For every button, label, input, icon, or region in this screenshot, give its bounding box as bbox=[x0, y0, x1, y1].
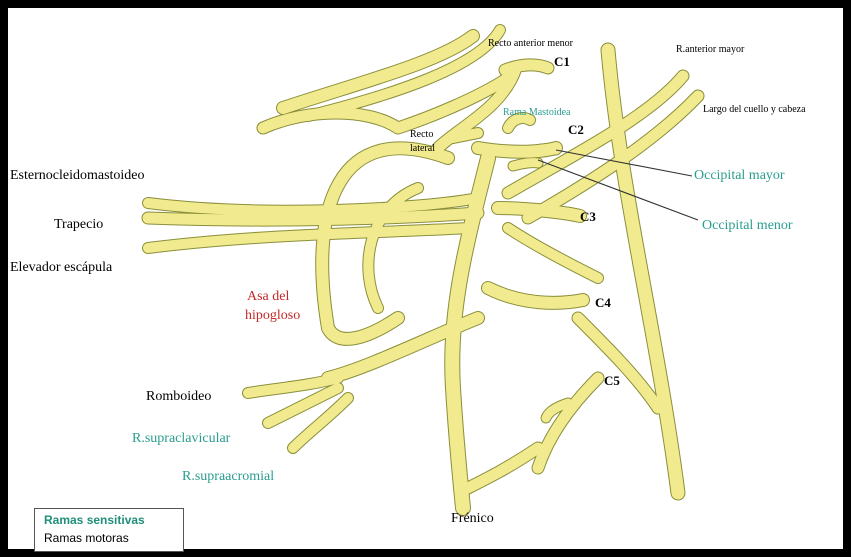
label-largo-cuello: Largo del cuello y cabeza bbox=[703, 104, 806, 115]
nerve-frenico-join bbox=[462, 442, 544, 494]
diagram-panel: Recto anterior menor C1 R.anterior mayor… bbox=[8, 8, 843, 552]
nerve-mastoidea bbox=[503, 113, 535, 133]
nerve-c1 bbox=[499, 59, 554, 76]
label-lateral: lateral bbox=[410, 143, 435, 154]
nerve-elevador bbox=[143, 223, 473, 253]
nerve-supraclavicular bbox=[263, 383, 343, 428]
label-recto: Recto bbox=[410, 129, 433, 140]
label-r-supraclavicular: R.supraclavicular bbox=[132, 431, 231, 446]
label-elevador-escapula: Elevador escápula bbox=[10, 260, 113, 275]
nerve-occipital-mayor bbox=[523, 144, 561, 158]
cervical-plexus-diagram: Recto anterior menor C1 R.anterior mayor… bbox=[10, 24, 806, 526]
label-c3: C3 bbox=[580, 209, 596, 224]
nerve-asa-inner bbox=[363, 183, 423, 313]
label-occipital-menor: Occipital menor bbox=[702, 218, 793, 233]
label-trapecio: Trapecio bbox=[54, 217, 103, 232]
nerve-romboideo bbox=[243, 373, 343, 398]
nerve-esternocleido bbox=[143, 193, 483, 216]
nerve-recto-lateral bbox=[448, 128, 483, 143]
label-hipogloso: hipogloso bbox=[245, 308, 300, 323]
label-rama-mastoidea: Rama Mastoidea bbox=[503, 107, 571, 118]
label-asa-del: Asa del bbox=[247, 289, 289, 304]
nerve-recto-anterior-menor bbox=[277, 30, 479, 114]
nerve-c3 bbox=[492, 202, 586, 222]
nerve-occipital-menor bbox=[508, 158, 543, 171]
legend-ramas-motoras: Ramas motoras bbox=[44, 531, 129, 545]
nerve-c3-down bbox=[503, 223, 603, 283]
label-c1: C1 bbox=[554, 54, 570, 69]
label-romboideo: Romboideo bbox=[146, 389, 211, 404]
label-r-supraacromial: R.supraacromial bbox=[182, 469, 274, 484]
label-c2: C2 bbox=[568, 122, 584, 137]
label-c5: C5 bbox=[604, 373, 620, 388]
nerve-asa-loop bbox=[316, 142, 454, 345]
nerve-c4 bbox=[482, 282, 589, 309]
nerve-lower-trunk bbox=[322, 312, 484, 384]
label-occipital-mayor: Occipital mayor bbox=[694, 168, 785, 183]
nerve-supraacromial bbox=[288, 393, 353, 453]
label-r-anterior-mayor: R.anterior mayor bbox=[676, 44, 745, 55]
nerve-largo-cuello-2 bbox=[522, 90, 704, 224]
nerve-c5-branch bbox=[541, 398, 573, 423]
nerve-c4-down bbox=[572, 312, 664, 414]
legend-ramas-sensitivas: Ramas sensitivas bbox=[44, 513, 145, 527]
legend: Ramas sensitivas Ramas motoras bbox=[34, 508, 184, 552]
pointer-occipital-mayor bbox=[555, 149, 693, 177]
nerve-paths bbox=[141, 24, 705, 516]
nerve-trapecio bbox=[142, 207, 484, 226]
label-esternocleidomastoideo: Esternocleidomastoideo bbox=[10, 168, 145, 183]
nerve-c5 bbox=[532, 372, 604, 474]
nerve-loop-top bbox=[257, 72, 514, 134]
nerve-recto-anterior-mayor bbox=[601, 43, 685, 500]
label-frenico: Frénico bbox=[451, 511, 494, 526]
label-c4: C4 bbox=[595, 295, 611, 310]
label-recto-anterior-menor: Recto anterior menor bbox=[488, 38, 574, 49]
pointer-occipital-menor bbox=[537, 159, 699, 221]
nerve-largo-cuello-1 bbox=[502, 70, 689, 199]
